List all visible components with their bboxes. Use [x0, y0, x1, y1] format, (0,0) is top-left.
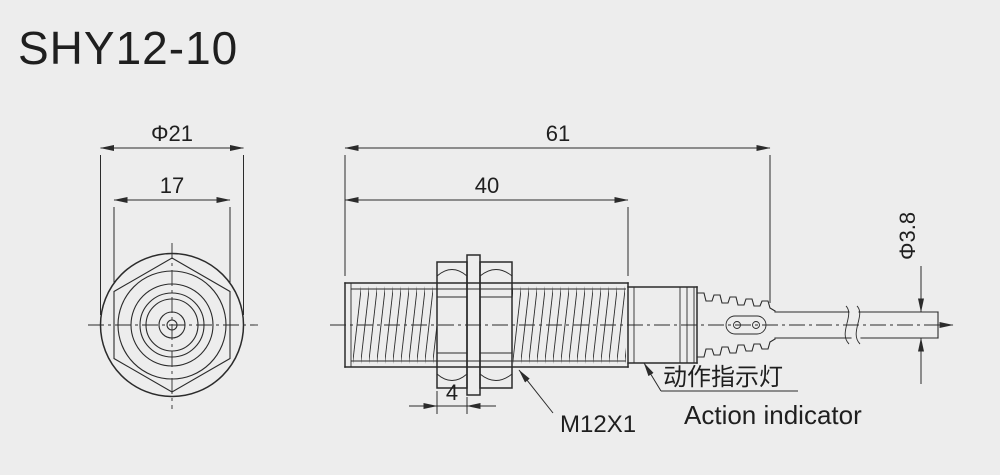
dimension-outer-diameter: Φ21 — [100, 121, 244, 315]
thread-hatch-front — [353, 284, 437, 366]
dim-thread-length-text: 40 — [475, 173, 499, 198]
dim-cable-diameter-text: Φ3.8 — [895, 212, 920, 260]
face-ring-2 — [130, 283, 214, 367]
action-indicator-callout: 动作指示灯 Action indicator — [643, 362, 862, 430]
outer-diameter-circle — [99, 252, 245, 398]
front-view — [88, 243, 258, 409]
cable-break — [844, 305, 850, 345]
thread-hatch-rear — [512, 284, 626, 366]
face-center-circle — [166, 319, 178, 331]
indicator-leader — [643, 362, 662, 392]
thread-spec-callout: M12X1 — [518, 369, 636, 438]
face-bezel-ring — [139, 292, 205, 358]
indicator-label-zh: 动作指示灯 — [663, 364, 783, 391]
indicator-label-en: Action indicator — [684, 400, 862, 430]
face-ring-1 — [117, 270, 227, 380]
dimension-across-flats: 17 — [113, 173, 231, 284]
dim-outer-diameter-text: Φ21 — [151, 121, 193, 146]
dimension-nut-thickness: 4 — [409, 380, 496, 414]
side-view — [330, 254, 954, 396]
thread-spec-label: M12X1 — [560, 411, 636, 438]
face-ring-4 — [158, 311, 186, 339]
indicator-window — [725, 315, 767, 335]
cable — [774, 305, 954, 345]
dim-across-flats-text: 17 — [160, 173, 184, 198]
rear-housing — [627, 282, 698, 368]
face-ring-3 — [145, 298, 199, 352]
hex-flats-outline — [113, 257, 231, 393]
dim-nut-thickness-text: 4 — [446, 380, 458, 405]
threaded-barrel — [344, 282, 629, 368]
thread-spec-leader — [518, 369, 554, 414]
dimension-cable-diameter: Φ3.8 — [895, 212, 924, 384]
strain-relief — [696, 286, 776, 364]
hex-nut-rear — [479, 261, 513, 389]
dim-overall-length-text: 61 — [546, 121, 570, 146]
dimension-overall-length: 61 — [344, 121, 771, 303]
cable-break — [855, 305, 861, 345]
dimension-thread-length: 40 — [344, 173, 629, 276]
drawing-title: SHY12-10 — [18, 22, 238, 74]
